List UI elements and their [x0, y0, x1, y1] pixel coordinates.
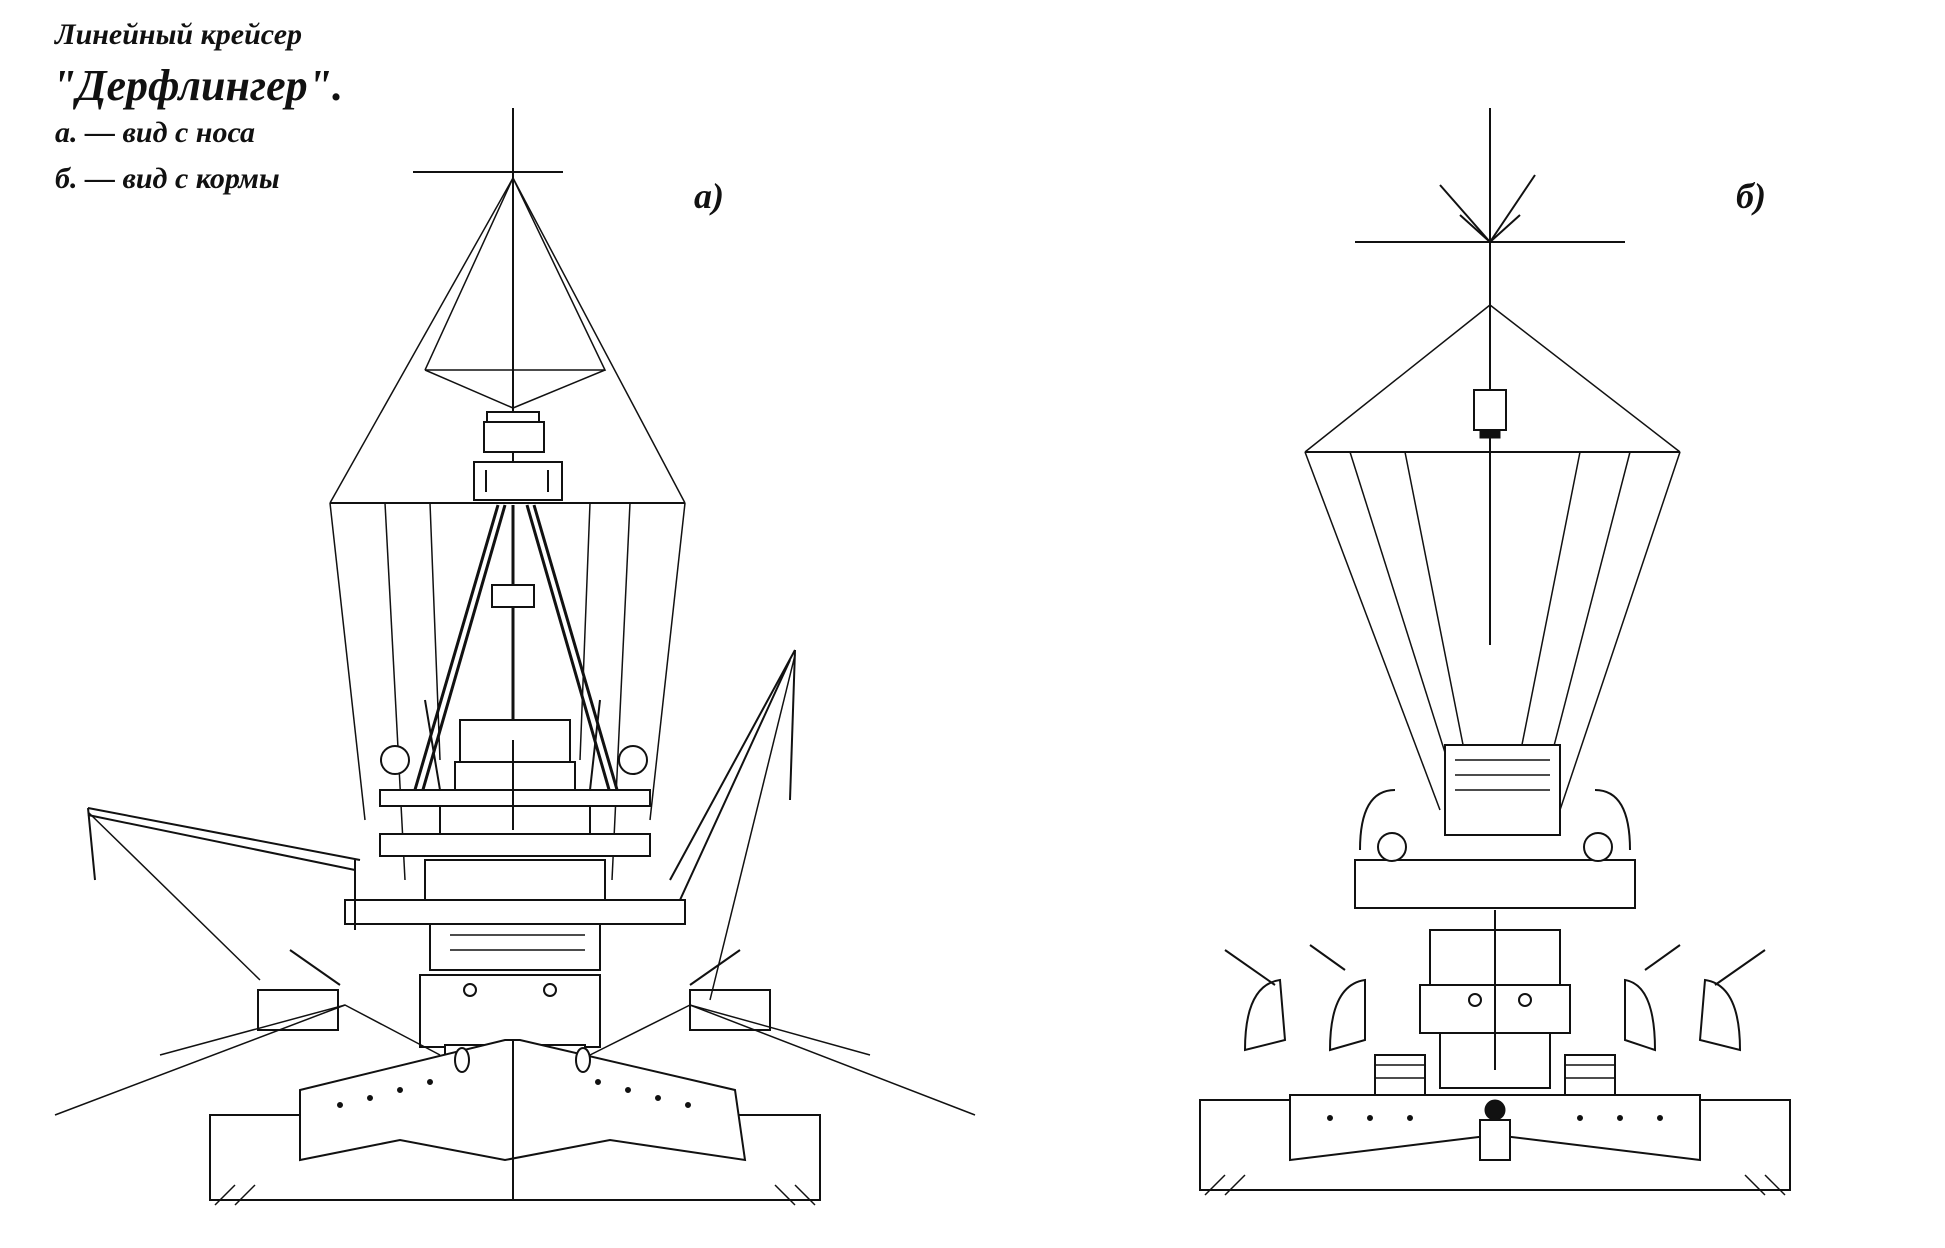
view-label-rear: б) — [1736, 176, 1766, 216]
caption-title: Линейный крейсер — [55, 18, 303, 51]
caption-legend-a: а. — вид с носа — [55, 116, 255, 149]
caption-ship-name: "Дерфлингер". — [52, 61, 344, 110]
rear-view-drawing — [1199, 108, 1791, 1196]
front-view-drawing — [54, 108, 976, 1206]
view-label-front: а) — [694, 176, 724, 216]
caption-legend-b: б. — вид с кормы — [55, 162, 280, 195]
